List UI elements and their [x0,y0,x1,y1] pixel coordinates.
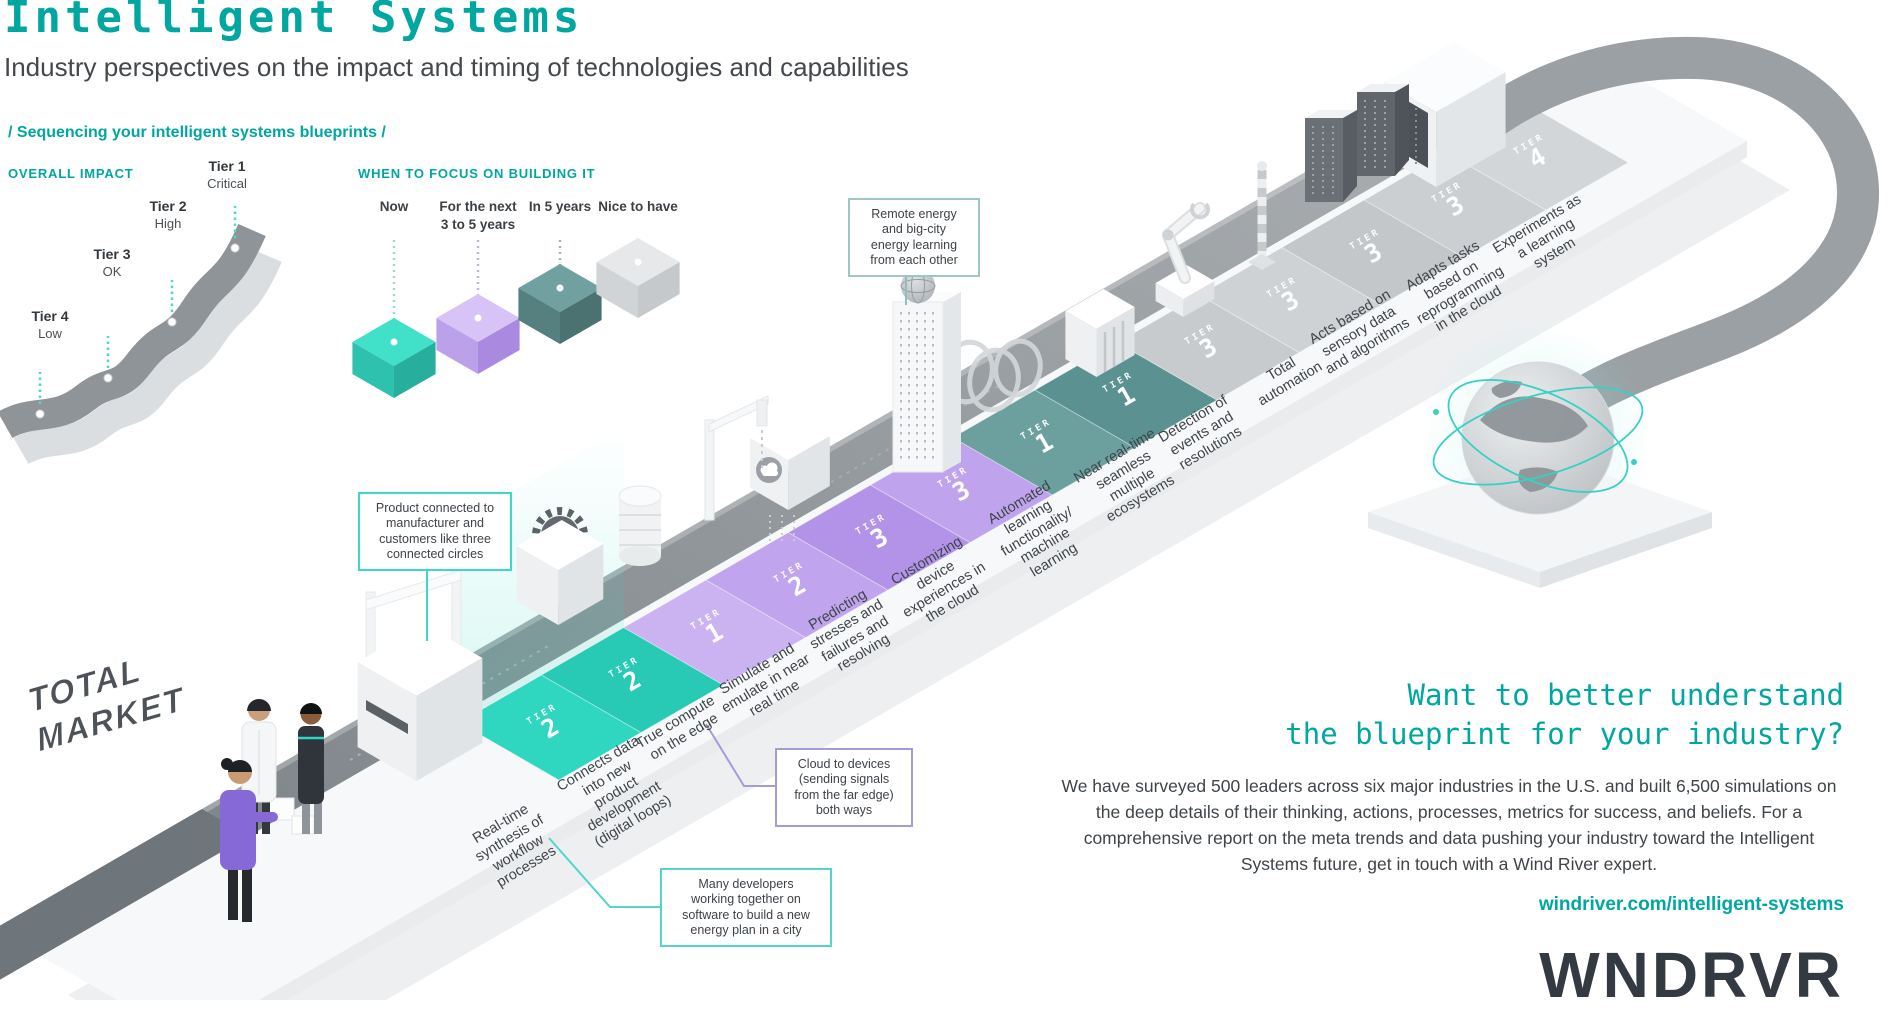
disco-sphere [901,269,935,303]
focus-item-nice: Nice to have [598,199,678,214]
gear-machine [516,507,604,625]
cta-body: We have surveyed 500 leaders across six … [1061,776,1837,874]
impact-ramp [0,206,282,465]
focus-legend-label: WHEN TO FOCUS ON BUILDING IT [358,166,596,181]
page-subtitle: Industry perspectives on the impact and … [4,52,909,82]
callout-remote-energy: Remote energy and big-city energy learni… [848,198,980,277]
globe [1432,361,1644,515]
cta-block: Want to better understand the blueprint … [1054,676,1844,1012]
focus-item-now: Now [379,199,409,214]
hanging-frame [704,395,769,521]
platform-front-edge [259,141,1747,1000]
impact-tier-3: Tier 3 OK [93,246,131,279]
windriver-logo: WNDRVR [1539,938,1844,1011]
focus-cubes [352,238,680,398]
cta-link[interactable]: windriver.com/intelligent-systems [1538,893,1844,915]
energy-tower [892,268,961,473]
focus-item-next: For the next 3 to 5 years [439,199,517,232]
focus-item-5yr: In 5 years [528,199,592,214]
person-purple [220,758,278,922]
cta-heading: Want to better understand the blueprint … [1285,678,1844,752]
striped-pole [1248,161,1276,270]
road-loop [1454,36,1879,445]
impact-tier-4: Tier 4 Low [31,308,69,341]
callout-cloud-devices: Cloud to devices (sending signals from t… [775,748,913,827]
impact-tier-2: Tier 2 High [149,198,187,231]
road-dark-start [0,809,249,986]
radiator-machine [1065,289,1135,377]
callout-product-connected: Product connected to manufacturer and cu… [358,492,512,571]
robot-arm [1155,202,1215,317]
callout-many-developers: Many developers working together on soft… [660,868,832,947]
impact-tier-1: Tier 1 Critical [207,158,247,191]
cloud-machine [750,414,830,545]
impact-legend-label: OVERALL IMPACT [8,166,134,181]
server-rack [1305,84,1409,202]
tier-plates [458,104,1630,781]
data-cylinder [618,485,662,566]
callout-connectors [426,272,907,908]
printer-machine [357,569,483,781]
section-tagline: / Sequencing your intelligent systems bl… [8,124,386,141]
page-title: Intelligent Systems [4,0,584,43]
person-dark [298,703,324,834]
